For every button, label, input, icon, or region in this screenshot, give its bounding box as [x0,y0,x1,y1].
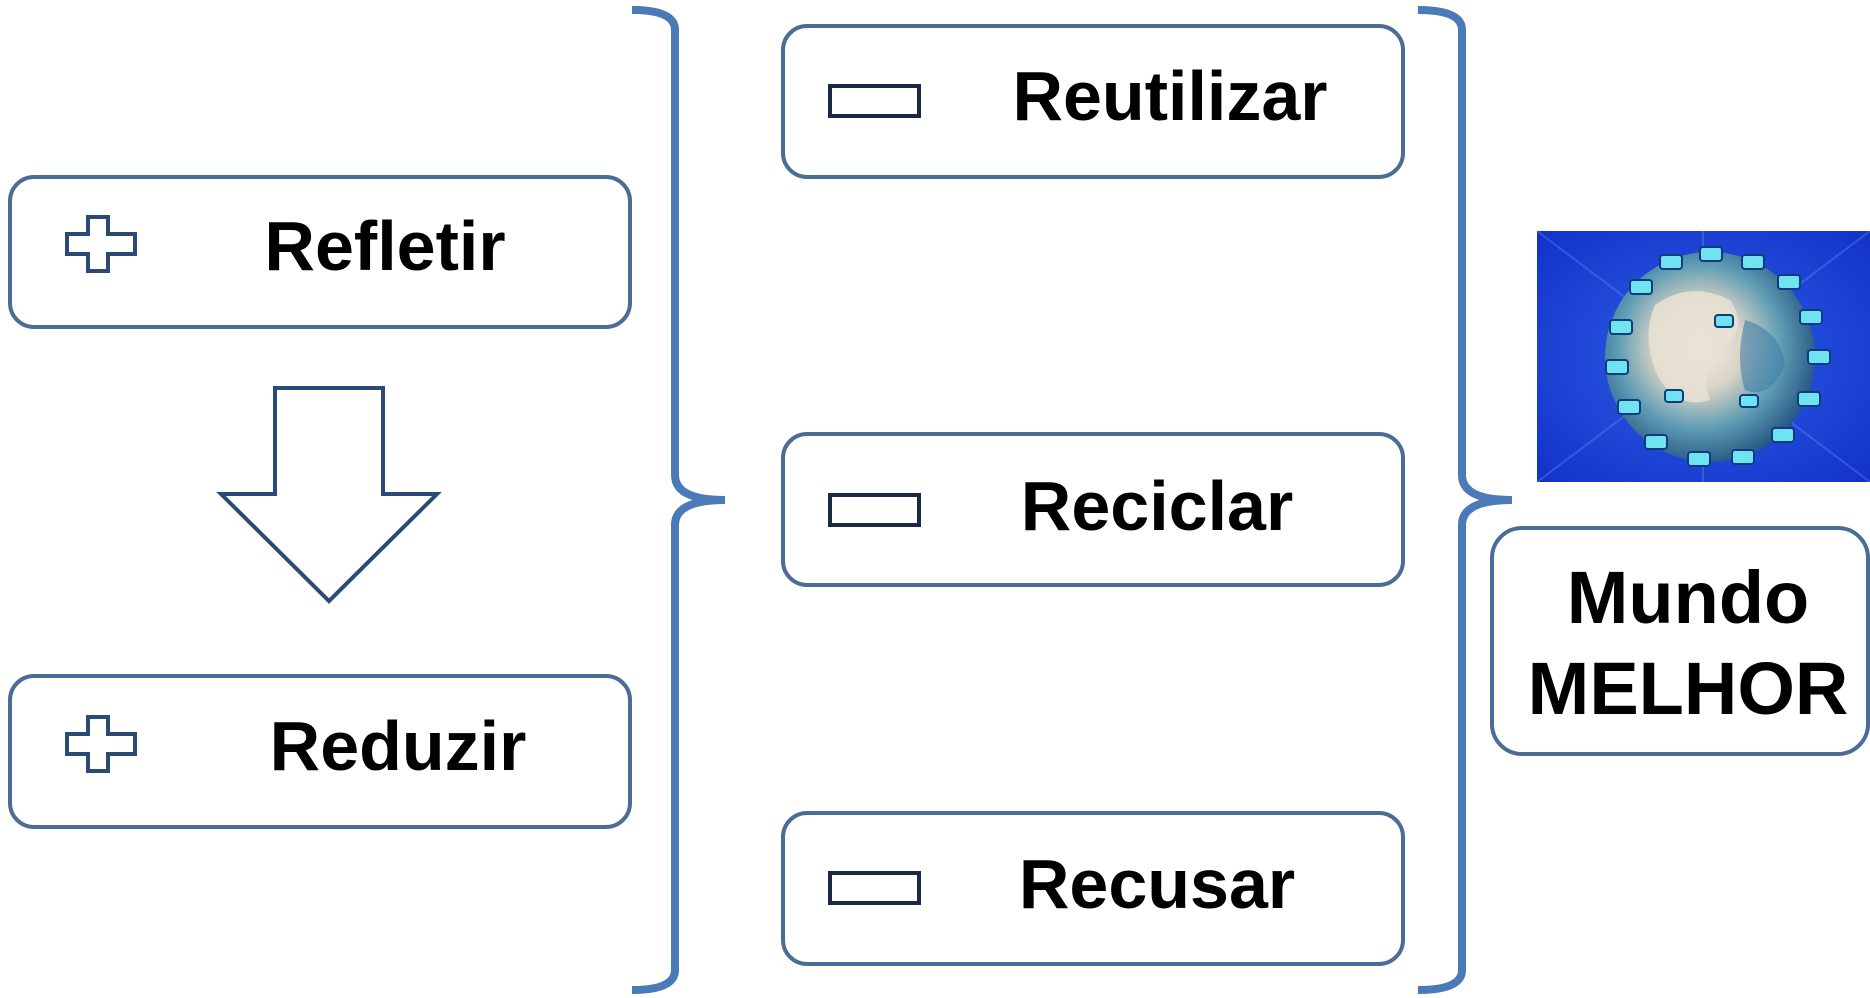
reciclar-box: Reciclar [781,432,1405,587]
recusar-label: Recusar [1019,845,1295,923]
reduzir-box: Reduzir [8,674,632,829]
minus-icon [828,84,921,118]
recusar-box: Recusar [781,811,1405,966]
melhor-label: MELHOR [1528,647,1849,730]
reutilizar-label: Reutilizar [1012,57,1327,135]
right-brace [1417,6,1513,994]
plus-icon [65,215,137,273]
left-brace [631,6,726,994]
down-arrow-icon [216,386,442,604]
refletir-label: Refletir [264,207,505,285]
refletir-box: Refletir [8,175,632,329]
reutilizar-box: Reutilizar [781,24,1405,179]
mundo-label: Mundo [1567,556,1809,639]
mundo-melhor-box: Mundo MELHOR [1490,526,1870,756]
minus-icon [828,493,921,527]
globe-image [1536,230,1870,483]
minus-icon [828,871,921,905]
reduzir-label: Reduzir [270,707,527,785]
reciclar-label: Reciclar [1021,467,1293,545]
plus-icon [65,715,137,773]
